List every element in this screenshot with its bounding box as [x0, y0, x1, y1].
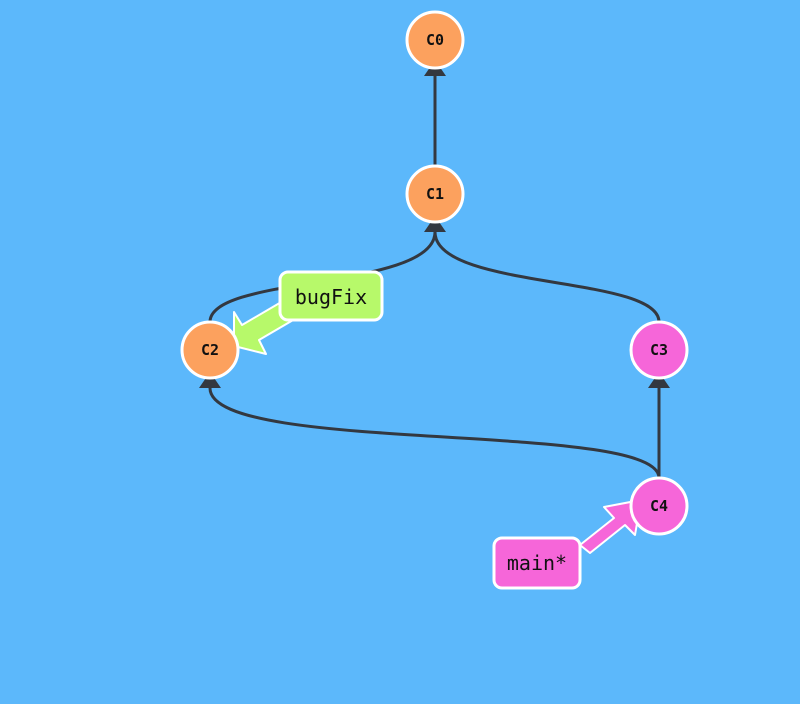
branch-arrows-layer [233, 300, 642, 554]
commit-label: C0 [426, 31, 444, 49]
commit-node-circle [405, 10, 465, 70]
edge-c4-to-c2 [208, 387, 661, 479]
commit-c0[interactable]: C0 [405, 10, 465, 70]
branch-bugfix[interactable]: bugFix [278, 270, 384, 322]
commit-label: C4 [650, 497, 668, 515]
commit-c3[interactable]: C3 [629, 320, 689, 380]
commit-c1[interactable]: C1 [405, 164, 465, 224]
commit-node-circle [629, 320, 689, 380]
commit-node-circle [629, 476, 689, 536]
commit-c4[interactable]: C4 [629, 476, 689, 536]
commit-label: C2 [201, 341, 219, 359]
arrowhead-c2 [199, 372, 221, 388]
commit-node-circle [405, 164, 465, 224]
edges-layer [199, 60, 670, 479]
commit-label: C3 [650, 341, 668, 359]
branch-tag-box [492, 536, 582, 590]
edge-c3-to-c1 [433, 231, 661, 323]
commit-label: C1 [426, 185, 444, 203]
commit-c2[interactable]: C2 [180, 320, 240, 380]
branch-name: bugFix [295, 285, 367, 309]
branch-main[interactable]: main* [492, 536, 582, 590]
branch-tag-box [278, 270, 384, 322]
commit-node-circle [180, 320, 240, 380]
arrowhead-c3 [648, 372, 670, 388]
arrowhead-c1 [424, 216, 446, 232]
branch-name: main* [507, 551, 567, 575]
branch-labels-layer: bugFix main* [278, 270, 582, 590]
